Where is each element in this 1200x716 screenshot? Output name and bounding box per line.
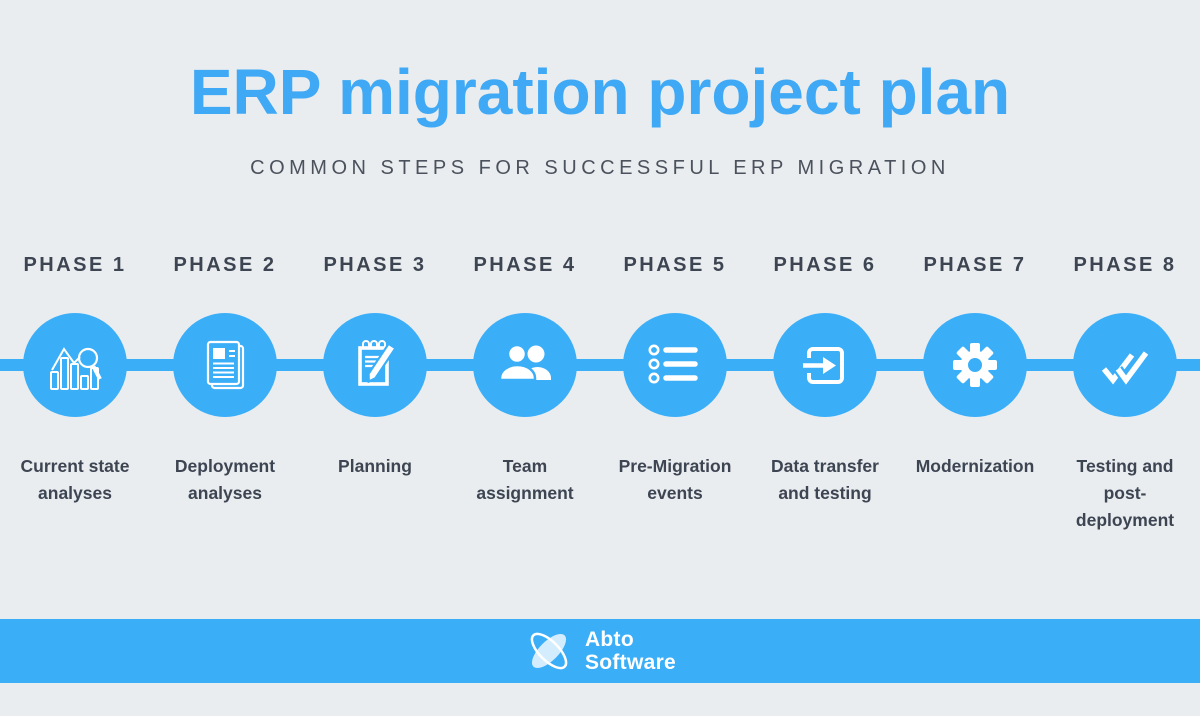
phase-4-label: Team assignment xyxy=(476,456,574,503)
data-transfer-icon xyxy=(803,347,844,384)
phase-5-label: Pre-Migration events xyxy=(618,456,732,503)
phases-row: PHASE 1 Current state analyses PHASE 2 xyxy=(0,254,1200,534)
documents-icon xyxy=(206,340,245,390)
page-title: ERP migration project plan xyxy=(189,56,1011,128)
erp-migration-infographic: { "colors":{ "accent":"#3BAEF8", "titleb… xyxy=(0,54,1200,716)
phase-column-5: PHASE 5 Pre-Migration events xyxy=(600,254,750,534)
phase-3-circle xyxy=(323,313,427,417)
phase-8-title: PHASE 8 xyxy=(1073,254,1177,276)
phase-2-title: PHASE 2 xyxy=(173,254,277,276)
timeline: PHASE 1 Current state analyses PHASE 2 xyxy=(0,254,1200,534)
phase-8-circle xyxy=(1073,313,1177,417)
phase-6-title: PHASE 6 xyxy=(773,254,877,276)
phase-8-label: Testing and post- deployment xyxy=(1075,456,1175,530)
phase-1-title: PHASE 1 xyxy=(23,254,127,276)
bar-chart-magnifier-icon xyxy=(50,347,102,390)
phase-column-1: PHASE 1 Current state analyses xyxy=(0,254,150,534)
phase-6-label: Data transfer and testing xyxy=(771,456,879,503)
logo-line-1: Abto xyxy=(584,628,634,651)
abto-software-logo: Abto Software xyxy=(524,626,676,676)
double-check-icon xyxy=(1101,350,1151,389)
phase-5-circle xyxy=(623,313,727,417)
abto-logo-mark-icon xyxy=(530,632,568,670)
logo-line-2: Software xyxy=(584,651,677,674)
phase-5-title: PHASE 5 xyxy=(623,254,727,276)
phase-2-circle xyxy=(173,313,277,417)
phase-1-circle xyxy=(23,313,127,417)
phase-column-6: PHASE 6 Data transfer and testing xyxy=(750,254,900,534)
gear-icon xyxy=(953,343,997,387)
phase-2-label: Deployment analyses xyxy=(174,456,276,503)
phase-column-2: PHASE 2 Deployment analyses xyxy=(150,254,300,534)
phase-7-label: Modernization xyxy=(915,456,1035,476)
phase-3-title: PHASE 3 xyxy=(323,254,427,276)
phase-column-3: PHASE 3 Planning xyxy=(300,254,450,534)
phase-4-circle xyxy=(473,313,577,417)
notepad-pencil-icon xyxy=(358,340,397,386)
timeline-track xyxy=(0,359,1200,371)
phase-6-circle xyxy=(773,313,877,417)
phase-column-4: PHASE 4 Team assignment xyxy=(450,254,600,534)
logo-text: Abto Software xyxy=(585,628,676,674)
phase-7-title: PHASE 7 xyxy=(923,254,1027,276)
phase-3-label: Planning xyxy=(338,456,412,476)
page-subtitle: COMMON STEPS FOR SUCCESSFUL ERP MIGRATIO… xyxy=(250,157,950,179)
phase-7-circle xyxy=(923,313,1027,417)
phase-1-label: Current state analyses xyxy=(20,456,130,503)
phase-column-8: PHASE 8 Testing and post- deployment xyxy=(1050,254,1200,534)
phase-column-7: PHASE 7 Mode xyxy=(900,254,1050,534)
phase-4-title: PHASE 4 xyxy=(473,254,577,276)
checklist-icon xyxy=(648,344,698,384)
team-icon xyxy=(498,343,551,382)
footer-bar: Abto Software xyxy=(0,619,1200,683)
